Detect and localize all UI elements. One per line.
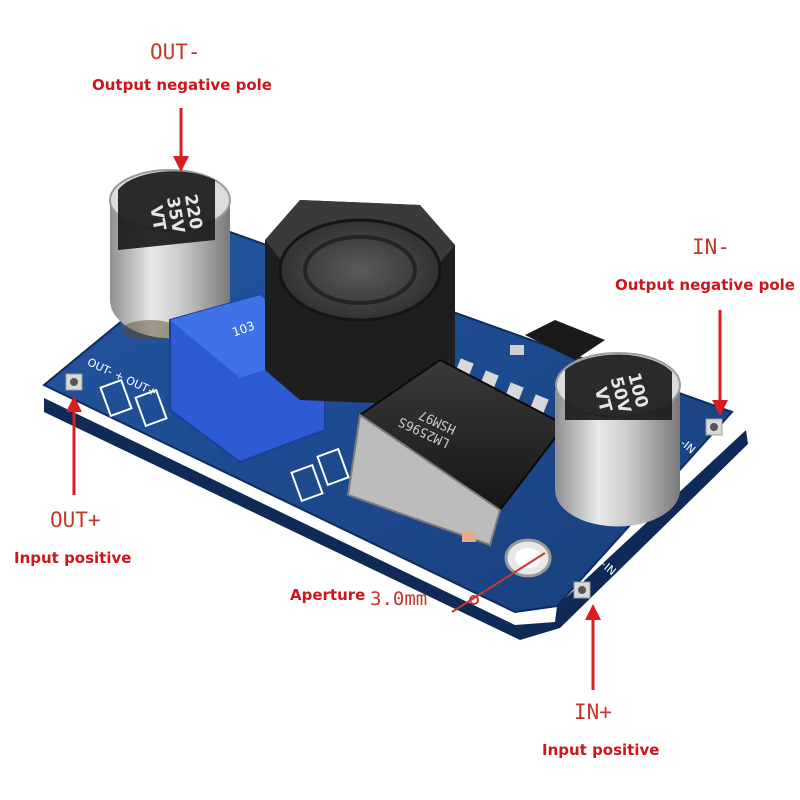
aperture-label: Aperture [290, 586, 366, 604]
out-plus-pin-label: OUT+ [50, 508, 101, 532]
output-capacitor [109, 169, 231, 340]
smd-transistor [510, 320, 605, 360]
input-capacitor [555, 352, 681, 527]
out-plus-desc: Input positive [14, 549, 132, 567]
silk-rects [99, 378, 350, 503]
regulator-chip [346, 358, 567, 547]
aperture-leader [451, 552, 546, 613]
mounting-hole [504, 538, 552, 578]
solder-pads [65, 373, 723, 599]
in-plus-pin-label: IN+ [574, 700, 612, 724]
out-minus-pin-label: OUT- [150, 40, 201, 64]
in-plus-desc: Input positive [542, 741, 660, 759]
aperture-value: 3.0mm [370, 588, 428, 610]
annotation-arrows [66, 108, 728, 690]
in-minus-pin-label: IN- [692, 235, 730, 259]
in-minus-desc: Output negative pole [615, 276, 795, 294]
inductor [265, 200, 455, 405]
out-minus-desc: Output negative pole [92, 76, 272, 94]
